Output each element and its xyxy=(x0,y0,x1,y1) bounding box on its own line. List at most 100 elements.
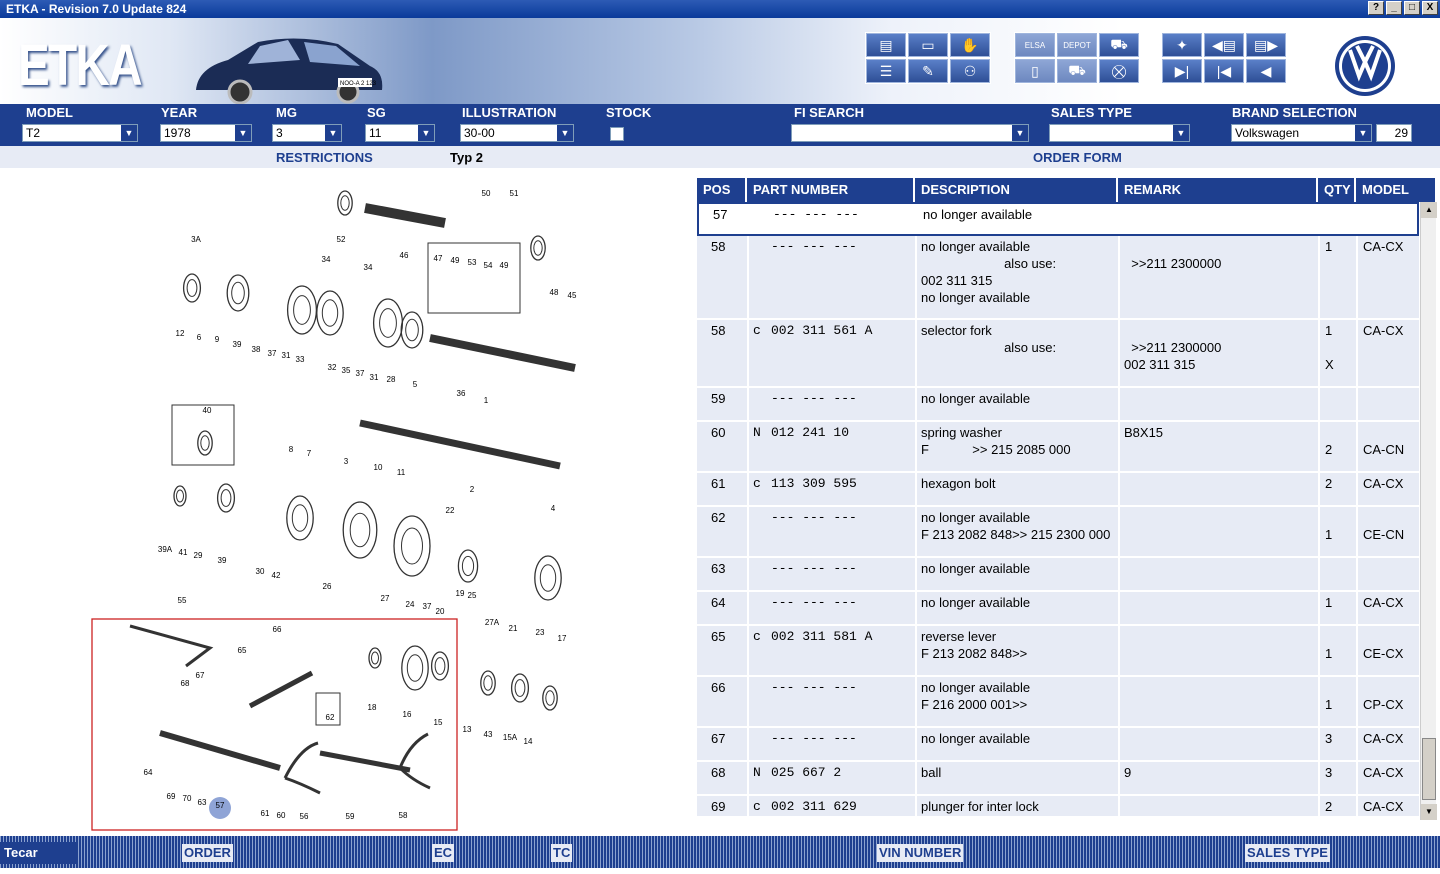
col-description[interactable]: DESCRIPTION xyxy=(915,178,1118,202)
pin-icon[interactable]: ✦ xyxy=(1162,33,1202,57)
sg-select[interactable]: 11▼ xyxy=(365,124,435,142)
previous-page-icon[interactable]: |◀ xyxy=(1204,59,1244,83)
selector-fork xyxy=(398,732,431,790)
printer-icon[interactable]: ▤ xyxy=(866,33,906,57)
illustration-select[interactable]: 30-00▼ xyxy=(460,124,574,142)
sales-type-select[interactable]: ▼ xyxy=(1049,124,1190,142)
back-icon[interactable]: ◀ xyxy=(1246,59,1286,83)
model-select[interactable]: T2▼ xyxy=(22,124,138,142)
cell-line: CA-CX xyxy=(1363,799,1404,814)
cell-line: >>211 2300000 xyxy=(1124,340,1222,355)
column-divider xyxy=(1318,592,1320,624)
vin-number-button[interactable]: VIN NUMBER xyxy=(877,844,964,862)
cell-model: CE-CN xyxy=(1363,509,1404,543)
cart-icon[interactable]: ⛟ xyxy=(1099,33,1139,57)
first-page-icon[interactable]: ▶| xyxy=(1162,59,1202,83)
cell-pos: 58 xyxy=(711,239,726,254)
gear-part xyxy=(372,298,404,348)
table-scrollbar[interactable]: ▲ ▼ xyxy=(1420,202,1437,820)
handshake-icon[interactable]: ✋ xyxy=(950,33,990,57)
column-divider xyxy=(1356,507,1358,556)
table-row[interactable]: 59--- --- ---no longer available xyxy=(697,388,1419,422)
list-icon[interactable]: ☰ xyxy=(866,59,906,83)
brand-select[interactable]: Volkswagen▼ xyxy=(1231,124,1372,142)
col-pos[interactable]: POS xyxy=(697,178,747,202)
diagram-label: 63 xyxy=(198,798,207,807)
maximize-button[interactable]: □ xyxy=(1404,1,1420,15)
diagram-label: 67 xyxy=(196,671,205,680)
stock-checkbox[interactable] xyxy=(610,127,624,141)
diagram-label: 56 xyxy=(300,812,309,821)
diagram-label: 31 xyxy=(282,351,291,360)
scroll-thumb[interactable] xyxy=(1422,738,1436,800)
cell-line: F 213 2082 848>> 215 2300 000 xyxy=(921,527,1111,542)
column-divider xyxy=(915,320,917,386)
cell-line: no longer available xyxy=(921,391,1031,406)
table-row[interactable]: 58--- --- ---no longer available also us… xyxy=(697,236,1419,320)
elsa-icon[interactable]: ELSA xyxy=(1015,33,1055,57)
column-divider xyxy=(915,728,917,760)
col-model[interactable]: MODEL xyxy=(1362,182,1409,197)
cell-model: CA-CX xyxy=(1363,594,1403,611)
network-icon[interactable]: ⚇ xyxy=(950,59,990,83)
toolbar-group-2: ELSA DEPOT ⛟ ▯ ⛟ ⛒ xyxy=(1014,32,1140,84)
column-divider xyxy=(1118,796,1120,816)
brand-number-field[interactable]: 29 xyxy=(1376,124,1412,142)
column-divider xyxy=(915,473,917,505)
order-button[interactable]: ORDER xyxy=(182,844,233,862)
tc-button[interactable]: TC xyxy=(551,844,573,862)
table-row[interactable]: 63--- --- ---no longer available xyxy=(697,558,1419,592)
pencil-icon[interactable]: ✎ xyxy=(908,59,948,83)
monitor-icon[interactable]: ▭ xyxy=(908,33,948,57)
restrictions-link[interactable]: RESTRICTIONS xyxy=(276,150,373,165)
cell-c: c xyxy=(753,799,761,814)
reverse-lever xyxy=(248,670,314,709)
pc-icon[interactable]: ▯ xyxy=(1015,59,1055,83)
cell-qty: 1 X xyxy=(1325,322,1334,373)
page-back-icon[interactable]: ◀▤ xyxy=(1204,33,1244,57)
sales-type-button[interactable]: SALES TYPE xyxy=(1245,844,1330,862)
cell-line: 002 311 315 xyxy=(921,273,993,288)
scroll-down-icon[interactable]: ▼ xyxy=(1421,804,1437,820)
help-button[interactable]: ? xyxy=(1368,1,1384,15)
tecar-forum-button[interactable]: Tecar Forum xyxy=(0,842,78,874)
col-part-number[interactable]: PART NUMBER xyxy=(747,178,915,202)
close-button[interactable]: X xyxy=(1422,1,1438,15)
depot-icon[interactable]: DEPOT xyxy=(1057,33,1097,57)
table-row[interactable]: 57--- --- ---no longer available xyxy=(697,202,1419,236)
page-forward-icon[interactable]: ▤▶ xyxy=(1246,33,1286,57)
cell-line: 002 311 315 xyxy=(1124,357,1196,372)
shopping-cart-icon[interactable]: ⛒ xyxy=(1099,59,1139,83)
truck-icon[interactable]: ⛟ xyxy=(1057,59,1097,83)
cell-model: CA-CX xyxy=(1363,238,1403,255)
mg-select[interactable]: 3▼ xyxy=(272,124,342,142)
col-qty[interactable]: QTY xyxy=(1318,178,1356,202)
scroll-up-icon[interactable]: ▲ xyxy=(1421,202,1437,218)
column-divider xyxy=(1318,473,1320,505)
cell-model: CA-CN xyxy=(1363,424,1404,458)
col-remark[interactable]: REMARK xyxy=(1118,178,1318,202)
cell-desc: no longer available xyxy=(921,594,1030,611)
gear-hub xyxy=(545,690,555,706)
minimize-button[interactable]: _ xyxy=(1386,1,1402,15)
order-form-link[interactable]: ORDER FORM xyxy=(1033,150,1122,165)
fi-search-select[interactable]: ▼ xyxy=(791,124,1029,142)
column-divider xyxy=(915,796,917,816)
year-select[interactable]: 1978▼ xyxy=(160,124,252,142)
ec-button[interactable]: EC xyxy=(432,844,455,862)
cell-line: no longer available xyxy=(921,680,1031,695)
cell-line: 3 xyxy=(1325,765,1333,780)
diagram-label: 34 xyxy=(322,255,331,264)
